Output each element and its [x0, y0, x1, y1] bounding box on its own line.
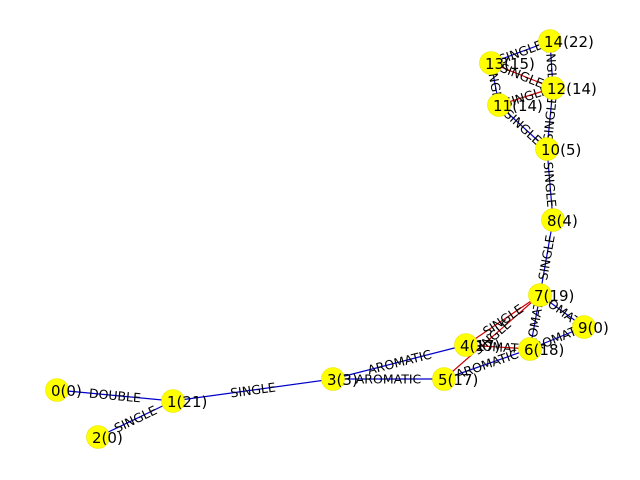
atom-circle-6 — [518, 337, 542, 361]
atom-label-9: 9(0) — [578, 319, 609, 337]
bond-label-1-3: SINGLE — [229, 379, 276, 400]
atom-label-5: 5(17) — [438, 371, 478, 389]
bond-label-7-8: SINGLE — [535, 234, 558, 282]
bond-label-12-14: SINGLE — [543, 41, 561, 87]
atom-circle-14 — [538, 29, 562, 53]
atom-node-9: 9(0) — [572, 315, 609, 339]
atom-circle-11 — [487, 93, 511, 117]
atom-node-0: 0(0) — [45, 378, 82, 402]
atom-circle-9 — [572, 315, 596, 339]
bond-edge-1-2 — [97, 400, 174, 438]
atom-label-8: 8(4) — [547, 212, 578, 230]
atom-label-11: 11(14) — [493, 97, 543, 115]
bond-edge-3-4 — [332, 344, 467, 380]
atom-node-4: 4(17) — [454, 333, 500, 357]
atom-label-1: 1(21) — [167, 393, 207, 411]
atom-label-3: 3(3) — [327, 371, 358, 389]
atom-circle-10 — [535, 137, 559, 161]
atom-circle-3 — [321, 367, 345, 391]
atom-circle-12 — [541, 76, 565, 100]
atom-label-2: 2(0) — [92, 429, 123, 447]
nodes-layer: 0(0) 1(21) 2(0) 3(3) 4(17) 5(17) 6(18) 7(19) 8(4… — [45, 29, 609, 449]
bond-label-3-5: AROMATIC — [356, 372, 422, 387]
atom-label-4: 4(17) — [460, 337, 500, 355]
atom-circle-8 — [541, 208, 565, 232]
atom-label-6: 6(18) — [524, 341, 564, 359]
atom-node-10: 10(5) — [535, 137, 581, 161]
atom-circle-1 — [161, 389, 185, 413]
atom-circle-0 — [45, 378, 69, 402]
atom-node-12: 12(14) — [541, 76, 597, 100]
atom-label-10: 10(5) — [541, 141, 581, 159]
bond-edge-7-8 — [539, 219, 554, 296]
atom-label-0: 0(0) — [51, 382, 82, 400]
atom-circle-5 — [432, 367, 456, 391]
bond-edge-4-7 — [465, 294, 541, 346]
bond-edge-5-6 — [443, 348, 531, 380]
bond-label-10-12: SINGLE — [540, 95, 559, 142]
atom-node-1: 1(21) — [161, 389, 207, 413]
atom-node-3: 3(3) — [321, 367, 358, 391]
bond-edge-1-3 — [172, 378, 334, 402]
atom-label-12: 12(14) — [547, 80, 597, 98]
atom-circle-4 — [454, 333, 478, 357]
bond-edge-5-7 — [443, 294, 541, 380]
atom-node-6: 6(18) — [518, 337, 564, 361]
atom-node-5: 5(17) — [432, 367, 478, 391]
bond-edge-0-1 — [56, 389, 174, 402]
atom-circle-13 — [479, 51, 503, 75]
atom-label-13: 13(15) — [485, 55, 535, 73]
bond-label-8-10: SINGLE — [541, 161, 560, 208]
bond-label-0-1: DOUBLE — [88, 386, 141, 406]
atom-node-2: 2(0) — [86, 425, 123, 449]
atom-node-7: 7(19) — [528, 283, 574, 307]
bond-edge-8-10 — [546, 148, 554, 221]
atom-label-14: 14(22) — [544, 33, 594, 51]
atom-node-14: 14(22) — [538, 29, 594, 53]
atom-circle-2 — [86, 425, 110, 449]
atom-node-8: 8(4) — [541, 208, 578, 232]
bond-label-4-6: AROMATIC — [465, 337, 532, 356]
atom-node-13: 13(15) — [479, 51, 535, 75]
atom-node-11: 11(14) — [487, 93, 543, 117]
atom-circle-7 — [528, 283, 552, 307]
atom-label-7: 7(19) — [534, 287, 574, 305]
